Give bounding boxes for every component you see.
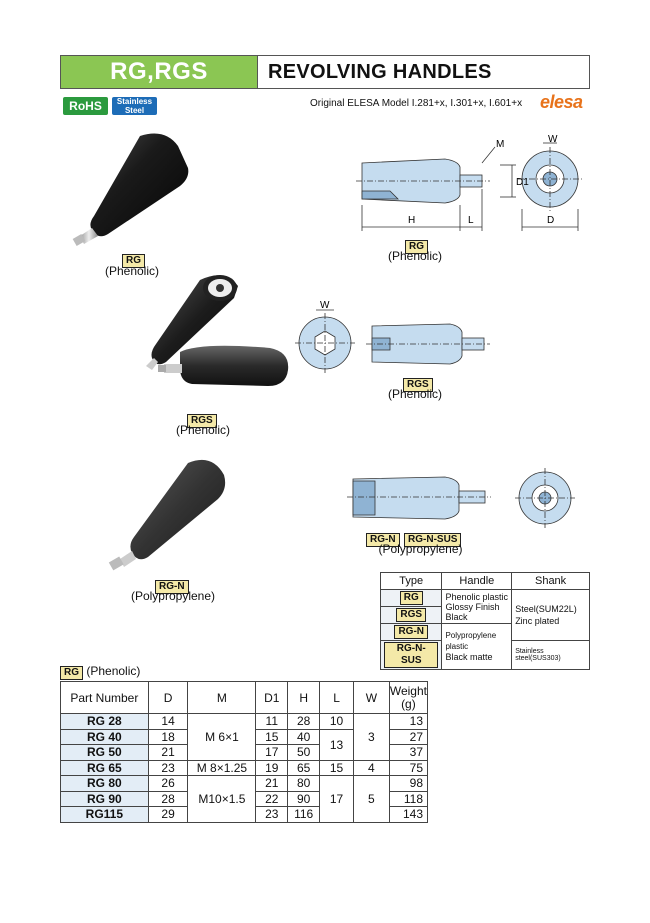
table-row: RG 80 26 M10×1.5 21 80 17 5 98	[60, 775, 429, 823]
w-cell: 3	[352, 713, 390, 761]
dim-d1-label: D1	[516, 177, 529, 188]
table-row: RG 40 18 15 40 13 27	[60, 728, 429, 761]
rgs-dim-w-label: W	[320, 300, 330, 311]
spec-table: Type Handle Shank RG Phenolic plastic Gl…	[379, 572, 590, 670]
drawing1-material: (Phenolic)	[387, 249, 443, 263]
col-l: L	[319, 681, 354, 714]
col-h: H	[287, 681, 321, 714]
w-cell: 4	[352, 759, 390, 776]
main-table-title: RG (Phenolic)	[60, 664, 140, 680]
w-cell: 5	[352, 775, 390, 823]
drawing3-material: (Polypropylene)	[378, 542, 463, 556]
rg-handle-photo	[72, 133, 189, 246]
spec-type-cell: RG-N	[379, 623, 443, 641]
rg-photo-material: (Phenolic)	[104, 264, 160, 278]
dim-l-label: L	[468, 215, 474, 226]
drawing2-material: (Phenolic)	[387, 387, 443, 401]
spec-handle-polypropylene: Polypropylene plastic Black matte	[441, 623, 513, 670]
rgs-photo-material: (Phenolic)	[175, 423, 231, 437]
model-box: RG,RGS	[61, 56, 258, 88]
drawing3-tags: RG-N RG-N-SUS	[366, 529, 462, 547]
rohs-badge: RoHS	[63, 97, 108, 115]
dim-w-label: W	[548, 135, 558, 145]
dim-d-label: D	[547, 215, 554, 226]
dimension-table: Part Number D M D1 H L W Weight(g) RG 28…	[60, 681, 429, 823]
drawing1-tag: RG	[405, 236, 428, 254]
l-merged-cell: 13	[319, 728, 354, 761]
spec-shank-steel: Steel(SUM22L) Zinc plated	[511, 589, 590, 641]
rgs-technical-drawing: W	[295, 300, 490, 373]
drawing2-tag: RGS	[403, 374, 433, 392]
ss-line1: Stainless	[116, 97, 153, 106]
stainless-steel-badge: Stainless Steel	[112, 97, 157, 115]
page-title: REVOLVING HANDLES	[268, 60, 492, 83]
rgs-photo-tag: RGS	[187, 410, 217, 428]
dim-m-label: M	[496, 139, 504, 150]
m-cell: M 8×1.25	[187, 759, 257, 776]
rgs-handle-photo	[146, 275, 289, 386]
table-row: RG 65 23 M 8×1.25 19 65 15 4 75	[60, 759, 429, 776]
table-row: RG115 29 23 116 143	[60, 806, 429, 823]
m-cell: M10×1.5	[187, 775, 257, 823]
rg-technical-drawing: M W D1 H L D	[356, 135, 582, 231]
l-cell: 17	[319, 775, 354, 823]
spec-handle-phenolic: Phenolic plastic Glossy Finish Black	[441, 589, 513, 624]
rg-n-photo-tag: RG-N	[155, 576, 189, 594]
spec-type-cell: RG	[379, 589, 443, 607]
table-row: RG 28 14 M 6×1 11 28 10 3 13	[60, 713, 429, 761]
ss-line2: Steel	[124, 106, 145, 115]
header-bar: RG,RGS REVOLVING HANDLES	[60, 55, 590, 89]
dim-h-label: H	[408, 215, 415, 226]
rg-n-technical-drawing	[347, 468, 575, 528]
rg-n-handle-photo	[108, 459, 226, 571]
spec-header-handle: Handle	[441, 572, 513, 590]
col-d: D	[147, 681, 189, 714]
spec-shank-stainless: Stainless steel(SUS303)	[511, 640, 590, 670]
table-row: RG 50 21 17 50 37	[60, 744, 429, 761]
elesa-logo: elesa	[540, 92, 583, 112]
col-w: W	[352, 681, 390, 714]
spec-type-cell: RGS	[379, 606, 443, 624]
col-d1: D1	[255, 681, 289, 714]
spec-type-cell: RG-N-SUS	[379, 640, 443, 670]
col-m: M	[187, 681, 257, 714]
spec-header-type: Type	[379, 572, 443, 590]
col-weight: Weight(g)	[388, 681, 429, 714]
original-model-text: Original ELESA Model I.281+x, I.301+x, I…	[310, 98, 523, 109]
col-part-number: Part Number	[60, 681, 149, 714]
rg-photo-tag: RG	[122, 250, 145, 268]
spec-header-shank: Shank	[511, 572, 590, 590]
title-box: REVOLVING HANDLES	[258, 56, 589, 88]
model-code: RG,RGS	[110, 58, 208, 85]
m-cell: M 6×1	[187, 713, 257, 761]
rg-n-photo-material: (Polypropylene)	[130, 589, 216, 603]
